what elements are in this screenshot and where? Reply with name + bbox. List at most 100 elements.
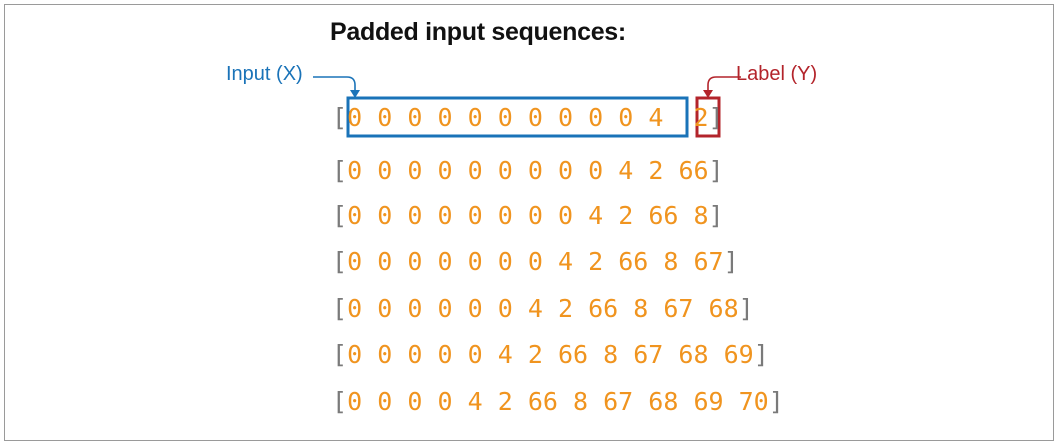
token-separator	[558, 387, 573, 416]
sequence-token: 0	[557, 201, 573, 230]
sequence-token: 0	[467, 340, 483, 369]
label-y-annotation: Label (Y)	[736, 63, 818, 85]
sequence-token: 0	[407, 387, 423, 416]
sequence-token: 0	[377, 294, 393, 323]
sequence-token: 0	[557, 156, 573, 185]
token-separator	[573, 201, 588, 230]
token-separator	[392, 103, 407, 132]
sequence-token: 66	[678, 156, 709, 185]
token-separator	[663, 103, 693, 132]
sequence-token: 0	[588, 156, 604, 185]
token-separator	[362, 387, 377, 416]
token-separator	[422, 156, 437, 185]
sequence-token: 0	[347, 156, 363, 185]
sequence-token: 0	[618, 103, 634, 132]
token-separator	[513, 201, 528, 230]
sequence-token: 0	[497, 156, 513, 185]
sequence-token: 0	[347, 340, 363, 369]
sequence-token: 0	[377, 247, 393, 276]
sequence-token: 2	[648, 156, 664, 185]
close-bracket: ]	[768, 387, 784, 416]
token-separator	[663, 340, 678, 369]
sequence-token: 8	[633, 294, 649, 323]
token-separator	[483, 340, 498, 369]
sequence-token: 4	[618, 156, 634, 185]
close-bracket: ]	[708, 201, 724, 230]
sequence-token: 0	[527, 201, 543, 230]
token-separator	[573, 247, 588, 276]
sequence-token: 0	[377, 387, 393, 416]
sequence-token: 0	[588, 103, 604, 132]
sequence-token: 0	[437, 156, 453, 185]
close-bracket: ]	[753, 340, 769, 369]
token-separator	[573, 103, 588, 132]
token-separator	[422, 201, 437, 230]
token-separator	[483, 387, 498, 416]
sequence-token: 0	[527, 156, 543, 185]
token-separator	[392, 201, 407, 230]
sequence-token: 0	[407, 201, 423, 230]
token-separator	[603, 103, 618, 132]
sequence-token: 0	[437, 340, 453, 369]
sequence-token: 2	[557, 294, 573, 323]
open-bracket: [	[332, 156, 348, 185]
sequence-token: 0	[407, 340, 423, 369]
sequence-token: 66	[557, 340, 589, 369]
close-bracket: ]	[738, 294, 754, 323]
sequence-token: 67	[603, 387, 634, 416]
open-bracket: [	[332, 294, 348, 323]
token-separator	[709, 340, 724, 369]
sequence-token: 66	[588, 294, 619, 323]
token-separator	[422, 294, 437, 323]
token-separator	[573, 294, 588, 323]
token-separator	[362, 340, 377, 369]
open-bracket: [	[332, 387, 348, 416]
figure-frame	[4, 4, 1054, 441]
token-separator	[362, 156, 377, 185]
token-separator	[453, 387, 468, 416]
close-bracket: ]	[708, 156, 724, 185]
token-separator	[603, 247, 618, 276]
sequence-token: 0	[407, 294, 423, 323]
token-separator	[543, 201, 558, 230]
sequence-token: 66	[527, 387, 558, 416]
token-separator	[588, 340, 603, 369]
token-separator	[362, 201, 377, 230]
sequence-token: 0	[437, 387, 453, 416]
token-separator	[678, 247, 693, 276]
sequence-token: 66	[648, 201, 679, 230]
token-separator	[618, 340, 633, 369]
sequence-token: 70	[738, 387, 769, 416]
token-separator	[573, 156, 588, 185]
token-separator	[392, 294, 407, 323]
token-separator	[422, 103, 437, 132]
token-separator	[513, 387, 528, 416]
token-separator	[513, 156, 528, 185]
sequence-token: 8	[693, 201, 709, 230]
sequence-token: 2	[618, 201, 634, 230]
token-separator	[453, 294, 468, 323]
token-separator	[453, 201, 468, 230]
sequence-token: 67	[693, 247, 724, 276]
token-separator	[678, 201, 693, 230]
sequence-row: [0 0 0 0 0 0 4 2 66 8 67 68]	[332, 289, 754, 329]
sequence-token: 0	[467, 247, 483, 276]
sequence-token: 68	[648, 387, 679, 416]
sequence-token: 0	[467, 103, 483, 132]
sequence-token: 4	[557, 247, 573, 276]
sequence-token: 0	[437, 294, 453, 323]
token-separator	[633, 201, 648, 230]
token-separator	[693, 294, 708, 323]
figure-title: Padded input sequences:	[330, 18, 626, 46]
token-separator	[453, 340, 468, 369]
sequence-token: 69	[693, 387, 724, 416]
sequence-row: [0 0 0 0 0 0 0 0 4 2 66 8]	[332, 196, 724, 236]
sequence-token: 0	[467, 156, 483, 185]
sequence-token: 0	[497, 294, 513, 323]
token-separator	[663, 156, 678, 185]
sequence-token: 0	[377, 201, 393, 230]
sequence-token: 0	[437, 103, 453, 132]
token-separator	[513, 103, 528, 132]
sequence-token: 67	[633, 340, 664, 369]
sequence-token: 0	[527, 103, 543, 132]
